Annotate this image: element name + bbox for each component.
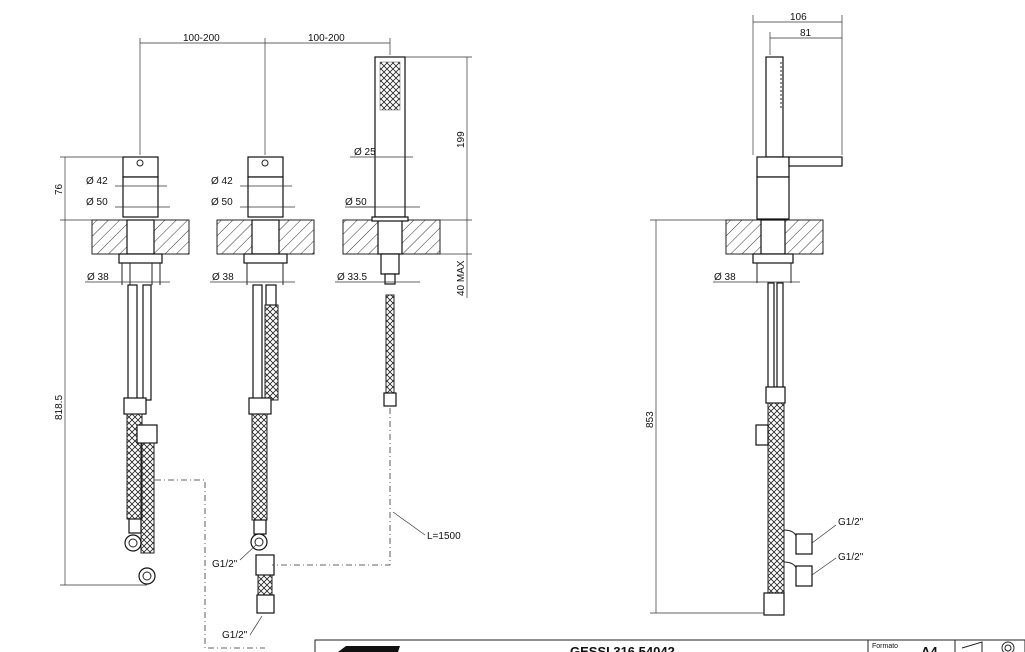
dim-106: 106	[790, 12, 807, 23]
dim-d25: Ø 25	[354, 147, 376, 158]
title-block-code: GESSI 316.54042	[570, 644, 675, 652]
dim-spacing-left: 100-200	[183, 33, 220, 44]
side-view	[725, 56, 843, 616]
projection-symbol-icon	[961, 641, 1015, 652]
mixer-center	[216, 156, 315, 614]
title-block: GESSI 316.54042 Formato A4	[314, 639, 1025, 652]
dim-d50-left: Ø 50	[86, 197, 108, 208]
title-block-format-label: Formato	[872, 643, 898, 650]
dim-thread-d: G1/2"	[838, 552, 864, 563]
title-block-format-value: A4	[921, 644, 938, 652]
dim-height-76: 76	[54, 183, 65, 195]
dim-818: 818.5	[54, 395, 65, 420]
dim-d50-shower: Ø 50	[345, 197, 367, 208]
dim-40max: 40 MAX	[456, 260, 467, 296]
gessi-logo	[338, 646, 400, 652]
dim-thread-b: G1/2"	[222, 630, 248, 641]
dim-d38-side: Ø 38	[714, 272, 736, 283]
dim-d38-left: Ø 38	[87, 272, 109, 283]
dim-853: 853	[645, 411, 656, 428]
dim-d42-left: Ø 42	[86, 176, 108, 187]
dim-thread-c: G1/2"	[838, 517, 864, 528]
hand-shower	[342, 56, 441, 407]
dim-hose-length: L=1500	[427, 531, 461, 542]
hose-route-lines	[155, 408, 837, 649]
dim-d42-center: Ø 42	[211, 176, 233, 187]
dim-199: 199	[456, 131, 467, 148]
dim-d50-center: Ø 50	[211, 197, 233, 208]
dimension-lines	[60, 15, 843, 614]
mixer-left	[91, 156, 190, 585]
dim-81: 81	[800, 28, 812, 39]
dim-thread-a: G1/2"	[212, 559, 238, 570]
dim-spacing-right: 100-200	[308, 33, 345, 44]
dim-d33: Ø 33.5	[337, 272, 367, 283]
dim-d38-center: Ø 38	[212, 272, 234, 283]
